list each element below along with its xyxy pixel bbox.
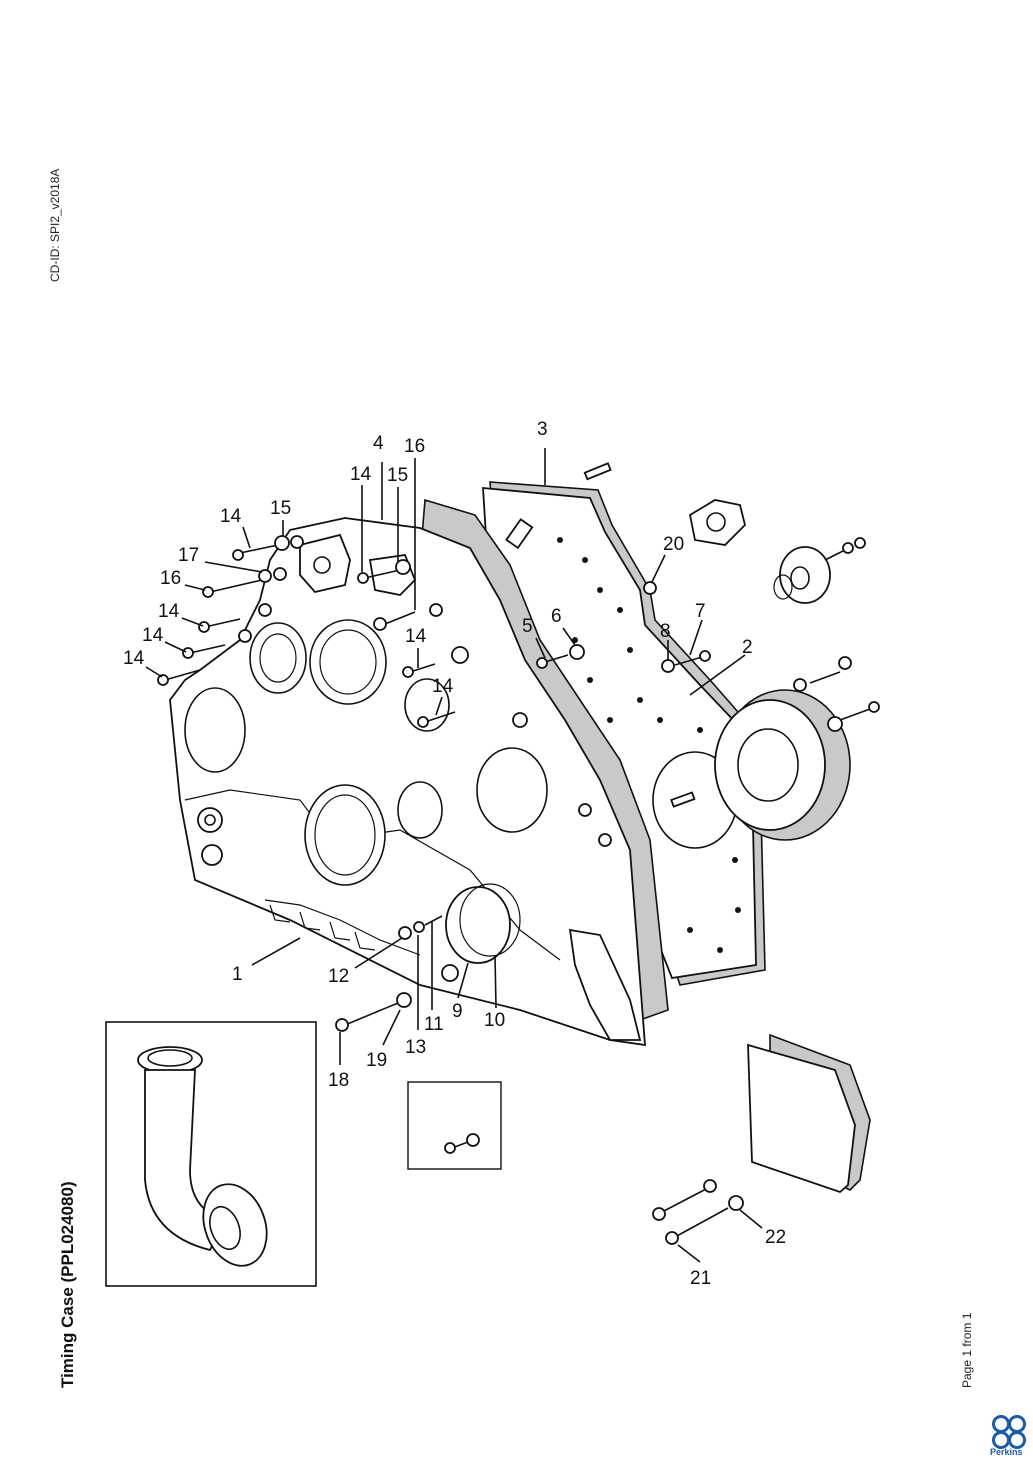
callout-21: 21	[690, 1268, 711, 1289]
callout-12: 12	[328, 966, 349, 987]
cover-plate-10-rim	[459, 883, 521, 957]
cover-plate-9	[445, 886, 511, 964]
rear-cover	[747, 1043, 856, 1194]
callout-18: 18	[328, 1070, 349, 1091]
callout-9: 9	[452, 1001, 463, 1022]
callout-4: 4	[373, 433, 384, 454]
callout-3: 3	[537, 419, 548, 440]
callout-19: 19	[366, 1050, 387, 1071]
callout-7: 7	[695, 601, 706, 622]
callout-numbers: 1 2 3 4 5 6 7 8 9 10 11 12 13 14 14 14 1…	[123, 419, 786, 1289]
callout-6: 6	[551, 606, 562, 627]
callout-20: 20	[663, 534, 684, 555]
callout-10: 10	[484, 1010, 505, 1031]
crank-bore	[304, 784, 386, 886]
pump-bore	[249, 622, 307, 694]
perkins-logo-text: Perkins	[990, 1447, 1023, 1457]
inset-bolt	[407, 1081, 502, 1170]
callout-14-b: 14	[350, 464, 372, 485]
callout-14-a: 14	[220, 506, 242, 527]
aux-bore-left	[184, 687, 246, 773]
callout-1: 1	[232, 964, 243, 985]
flange-20-hole	[706, 512, 726, 532]
callout-2: 2	[742, 637, 753, 658]
callout-14-f: 14	[405, 626, 427, 647]
plate-dowel	[670, 791, 696, 808]
callout-14-g: 14	[432, 676, 454, 697]
seal-housing-bore	[737, 728, 799, 802]
callout-8: 8	[660, 621, 671, 642]
inset-elbow-pipe	[105, 1021, 317, 1287]
leader-lines	[145, 448, 763, 1263]
callout-14-c: 14	[158, 601, 180, 622]
sump-ribs	[269, 904, 376, 951]
lower-bracket	[568, 928, 642, 1041]
breather-hole	[313, 556, 331, 574]
callout-17: 17	[178, 545, 199, 566]
callout-16-a: 16	[404, 436, 425, 457]
callout-11: 11	[424, 1014, 444, 1035]
cam-bore	[309, 619, 387, 705]
crank-bore-inner	[314, 794, 376, 876]
cam-bore-inner	[319, 629, 377, 695]
pump-bore-inner	[259, 633, 297, 683]
adapter-ring-oring	[773, 574, 793, 600]
callout-14-e: 14	[123, 648, 145, 669]
callout-15-a: 15	[270, 498, 291, 519]
adapter-ring-bore	[790, 566, 810, 590]
timing-case-sump-flange	[264, 899, 421, 956]
callout-16-b: 16	[160, 568, 181, 589]
perkins-logo-icon	[992, 1415, 1026, 1449]
callout-5: 5	[522, 616, 533, 637]
lower-right-bore	[397, 781, 443, 839]
fasteners	[157, 462, 880, 1245]
callout-14-d: 14	[142, 625, 164, 646]
callout-15-b: 15	[387, 465, 408, 486]
idler-bore	[476, 747, 548, 833]
callout-13: 13	[405, 1037, 426, 1058]
callout-22: 22	[765, 1227, 786, 1248]
